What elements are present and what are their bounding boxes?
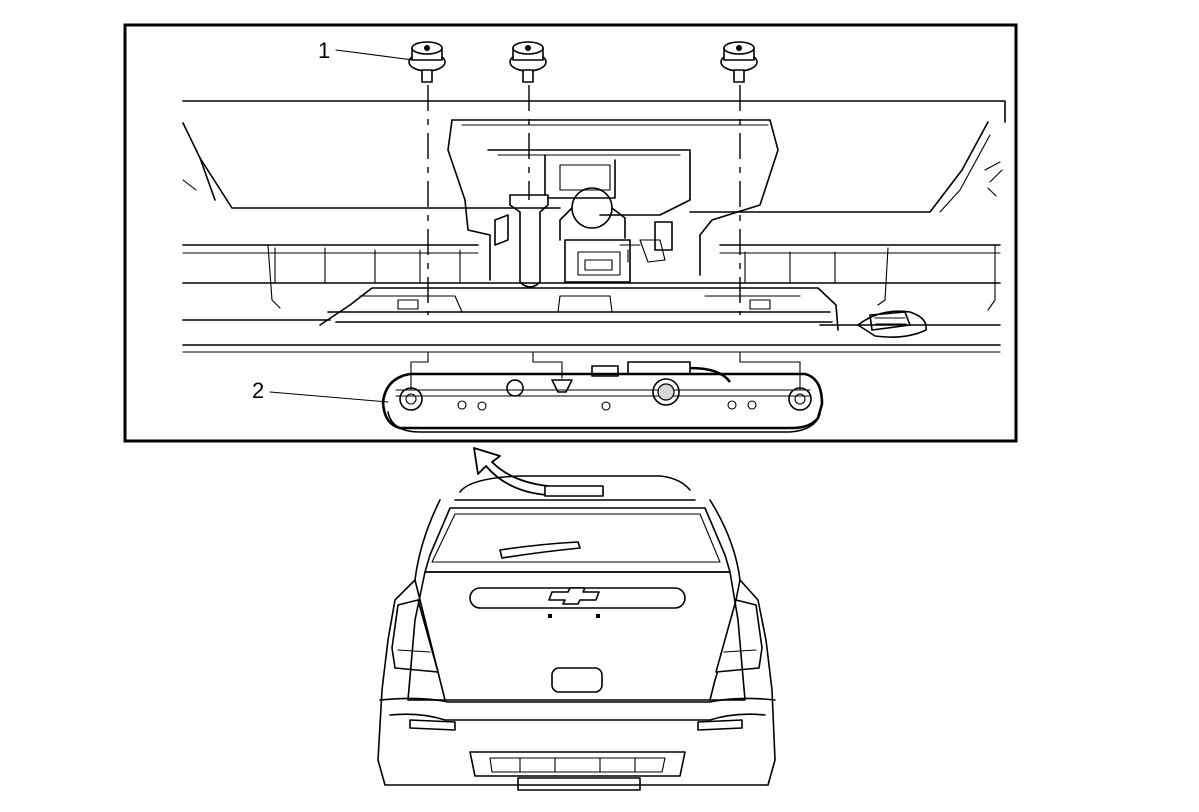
bolt-icon: [720, 41, 758, 83]
bolt-icon: [408, 41, 446, 83]
callout-label-1: 1: [318, 38, 330, 63]
callout-label-2: 2: [252, 378, 264, 403]
high-mount-stop-lamp: [381, 351, 824, 433]
chevrolet-bowtie-icon: [548, 587, 600, 605]
callout-2: 2: [252, 378, 389, 403]
liftgate-detail-view: [182, 100, 1006, 353]
detail-view-frame: [123, 23, 1018, 443]
fastener-bolt-center: [509, 41, 547, 200]
vehicle-rear-view: [377, 475, 776, 791]
arrow-icon: [473, 447, 549, 496]
bolt-icon: [509, 41, 547, 83]
callout-1: 1: [318, 38, 414, 63]
fastener-bolt-right: [720, 41, 758, 315]
fastener-bolt-left: [408, 41, 446, 315]
